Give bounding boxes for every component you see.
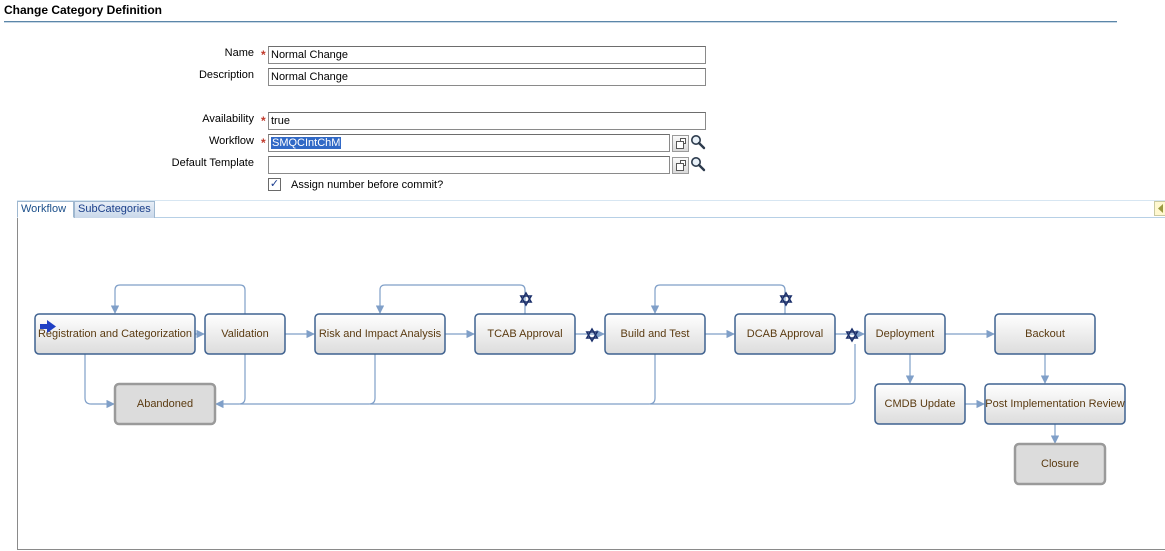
search-icon[interactable] — [690, 156, 706, 172]
gear-icon[interactable] — [779, 291, 793, 307]
node-dcab-approval[interactable]: DCAB Approval — [734, 313, 836, 355]
node-registration[interactable]: Registration and Categorization — [34, 313, 196, 355]
collapse-panel-button[interactable] — [1154, 201, 1165, 216]
title-divider-shadow — [4, 22, 1117, 23]
workflow-label: Workflow — [208, 135, 254, 147]
tab-bar — [17, 201, 1165, 218]
svg-text:Risk and Impact Analysis: Risk and Impact Analysis — [319, 328, 442, 340]
document-icon-front — [676, 163, 684, 171]
svg-text:Closure: Closure — [1041, 458, 1079, 470]
node-risk-impact[interactable]: Risk and Impact Analysis — [314, 313, 446, 355]
tab-workflow[interactable]: Workflow — [17, 201, 74, 218]
description-label: Description — [198, 69, 254, 81]
node-build-test[interactable]: Build and Test — [604, 313, 706, 355]
approval-gear-icons — [519, 291, 859, 343]
node-deployment[interactable]: Deployment — [864, 313, 946, 355]
workflow-edges — [84, 284, 1060, 444]
gear-icon[interactable] — [585, 327, 599, 343]
svg-text:Deployment: Deployment — [876, 328, 935, 340]
svg-text:Registration and Categorizatio: Registration and Categorization — [38, 328, 192, 340]
title-divider — [4, 21, 1117, 22]
workflow-required-mark: * — [261, 136, 266, 150]
tab-subcategories[interactable]: SubCategories — [74, 201, 155, 218]
template-label: Default Template — [171, 157, 254, 169]
workflow-fill-button[interactable] — [672, 135, 689, 152]
workflow-canvas — [17, 218, 1165, 550]
template-input[interactable] — [268, 156, 670, 174]
availability-label: Availability — [202, 113, 254, 125]
tabbar-top-line — [17, 200, 1165, 201]
document-icon-front — [676, 141, 684, 149]
template-fill-button[interactable] — [672, 157, 689, 174]
svg-text:Post Implementation Review: Post Implementation Review — [985, 398, 1124, 410]
node-cmdb-update[interactable]: CMDB Update — [874, 383, 966, 425]
availability-required-mark: * — [261, 114, 266, 128]
node-validation[interactable]: Validation — [204, 313, 286, 355]
svg-text:Validation: Validation — [221, 328, 269, 340]
node-closure[interactable]: Closure — [1013, 442, 1107, 486]
node-post-implementation-review[interactable]: Post Implementation Review — [984, 383, 1126, 425]
svg-text:Backout: Backout — [1025, 328, 1065, 340]
name-required-mark: * — [261, 48, 266, 62]
name-input[interactable]: Normal Change — [268, 46, 706, 64]
node-tcab-approval[interactable]: TCAB Approval — [474, 313, 576, 355]
availability-input[interactable]: true — [268, 112, 706, 130]
svg-text:DCAB Approval: DCAB Approval — [747, 328, 823, 340]
node-abandoned[interactable]: Abandoned — [113, 382, 217, 426]
name-label: Name — [224, 47, 254, 59]
svg-text:CMDB Update: CMDB Update — [885, 398, 956, 410]
workflow-selected-text: SMQCIntChM — [271, 137, 342, 149]
chevron-left-icon — [1158, 204, 1163, 213]
page-title: Change Category Definition — [4, 3, 163, 17]
svg-text:Abandoned: Abandoned — [137, 398, 193, 410]
search-icon[interactable] — [690, 134, 706, 150]
svg-text:TCAB Approval: TCAB Approval — [487, 328, 562, 340]
start-arrow-icon — [40, 320, 56, 333]
assign-number-label: Assign number before commit? — [291, 179, 444, 191]
workflow-input[interactable]: SMQCIntChM — [268, 134, 670, 152]
node-backout[interactable]: Backout — [994, 313, 1096, 355]
gear-icon[interactable] — [519, 291, 533, 307]
assign-number-checkbox[interactable]: ✓ — [268, 178, 281, 191]
description-input[interactable]: Normal Change — [268, 68, 706, 86]
svg-text:Build and Test: Build and Test — [621, 328, 690, 340]
gear-icon[interactable] — [845, 327, 859, 343]
